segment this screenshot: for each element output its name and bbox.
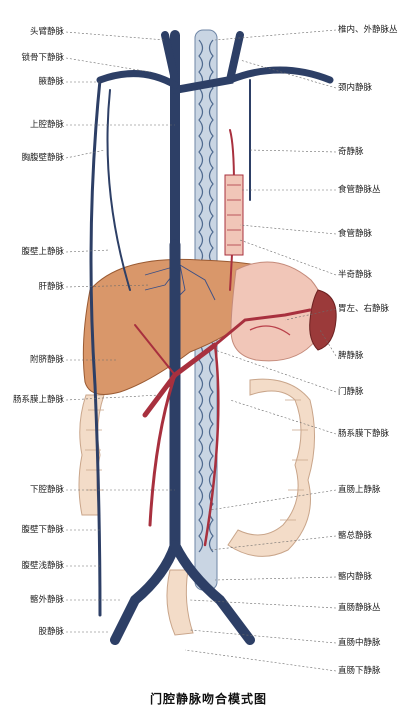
- label-right-3: 食管静脉丛: [338, 185, 381, 195]
- leader-right-1: [239, 59, 337, 89]
- leader-right-13: [189, 599, 337, 609]
- leader-right-15: [184, 649, 337, 672]
- label-left-11: 腹壁浅静脉: [21, 561, 64, 571]
- label-right-9: 肠系膜下静脉: [338, 429, 390, 439]
- label-right-7: 脾静脉: [338, 351, 364, 361]
- label-left-1: 锁骨下静脉: [21, 53, 64, 63]
- label-left-8: 肠系膜上静脉: [12, 395, 64, 405]
- leader-right-11: [209, 535, 337, 551]
- leader-right-10: [209, 489, 337, 511]
- leader-left-8: [65, 394, 161, 401]
- leader-left-0: [65, 31, 166, 41]
- leader-right-8: [214, 349, 337, 393]
- label-right-8: 门静脉: [338, 387, 364, 397]
- esophageal-plexus: [224, 174, 244, 256]
- label-left-4: 胸腹壁静脉: [21, 153, 64, 163]
- leader-right-12: [214, 576, 337, 581]
- label-right-0: 椎内、外静脉丛: [338, 25, 398, 35]
- label-right-15: 直肠下静脉: [338, 666, 381, 676]
- label-left-5: 腹壁上静脉: [21, 247, 64, 257]
- label-left-7: 附脐静脉: [29, 355, 64, 365]
- label-left-0: 头臂静脉: [29, 27, 64, 37]
- label-right-1: 颈内静脉: [338, 83, 373, 93]
- label-left-12: 髂外静脉: [29, 595, 64, 605]
- label-left-13: 股静脉: [38, 627, 64, 637]
- label-right-2: 奇静脉: [338, 147, 364, 157]
- spleen: [309, 289, 337, 351]
- leader-lines: [65, 29, 337, 672]
- leader-left-1: [65, 57, 151, 73]
- leader-right-6: [284, 308, 337, 321]
- leader-right-0: [214, 29, 337, 41]
- leader-right-4: [239, 224, 337, 235]
- systemic-veins: [89, 30, 334, 645]
- label-right-14: 直肠中静脉: [338, 638, 381, 648]
- label-right-13: 直肠静脉丛: [338, 603, 381, 613]
- leader-right-7: [319, 329, 337, 357]
- label-right-4: 食管静脉: [338, 229, 373, 239]
- leader-right-2: [249, 149, 337, 153]
- label-right-12: 髂内静脉: [338, 572, 373, 582]
- label-right-5: 半奇静脉: [338, 270, 373, 280]
- leader-right-14: [189, 629, 337, 644]
- label-right-11: 髂总静脉: [338, 531, 373, 541]
- label-left-9: 下腔静脉: [29, 485, 64, 495]
- label-left-6: 肝静脉: [38, 282, 64, 292]
- label-right-6: 胃左、右静脉: [338, 304, 390, 314]
- label-left-10: 腹壁下静脉: [21, 525, 64, 535]
- label-left-2: 腋静脉: [38, 77, 64, 87]
- label-right-10: 直肠上静脉: [338, 485, 381, 495]
- diagram-caption: 门腔静脉吻合模式图: [149, 692, 267, 706]
- leader-left-4: [65, 149, 106, 159]
- leader-left-5: [65, 249, 111, 253]
- leader-right-9: [229, 399, 337, 435]
- leader-right-5: [239, 239, 337, 276]
- label-left-3: 上腔静脉: [29, 120, 64, 130]
